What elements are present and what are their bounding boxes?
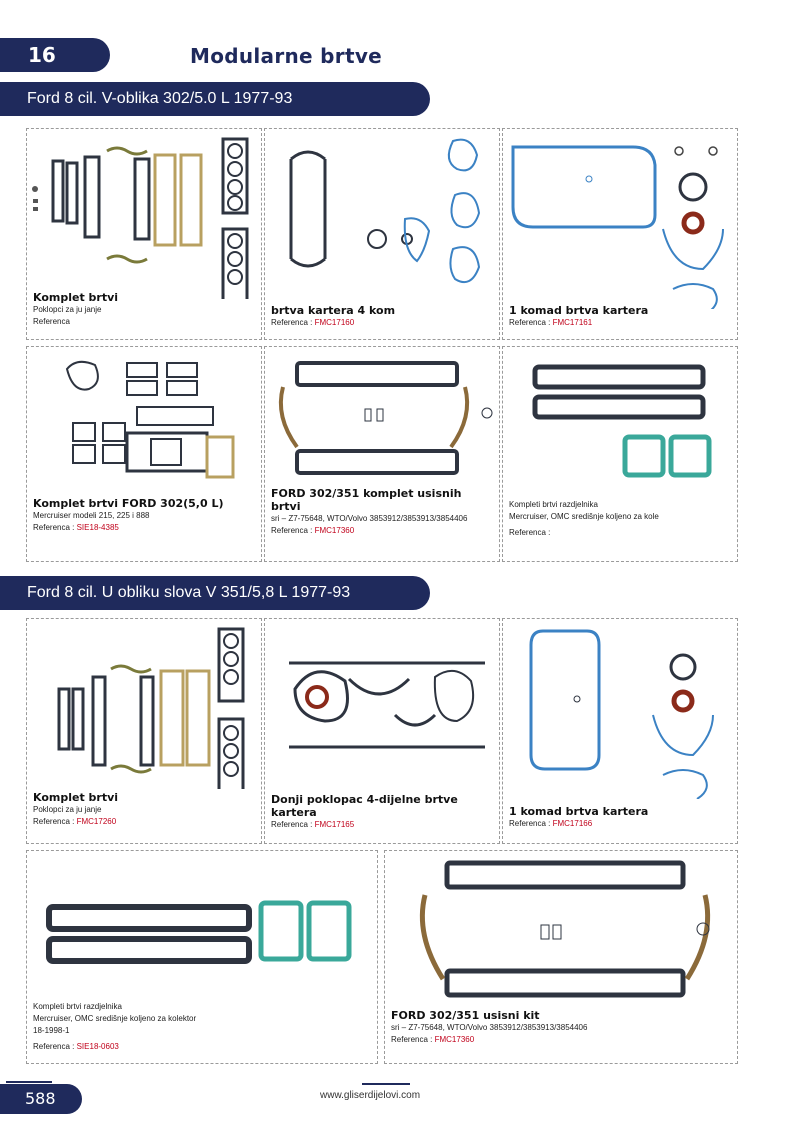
footer-page-tab: 588 <box>0 1084 82 1114</box>
product-title: Komplet brtvi FORD 302(5,0 L) <box>33 497 224 510</box>
ref-label: Referenca : <box>509 318 551 327</box>
ref-label: Referenca : <box>271 318 313 327</box>
section-title: Ford 8 cil. U obliku slova V 351/5,8 L 1… <box>27 584 351 601</box>
ref-code[interactable]: FMC17260 <box>76 817 117 826</box>
ref-code[interactable]: FMC17165 <box>314 820 355 829</box>
product-caption: Kompleti brtvi razdjelnika Mercruiser, O… <box>33 1001 371 1053</box>
product-desc: Mercruiser modeli 215, 225 i 888 <box>33 511 150 520</box>
product-desc: Kompleti brtvi razdjelnika <box>33 1002 122 1011</box>
gasket-set-image <box>32 137 249 299</box>
gasket-set-image <box>65 360 235 479</box>
ref-code[interactable]: FMC17160 <box>314 318 355 327</box>
product-title: FORD 302/351 komplet usisnih brtvi <box>271 487 462 513</box>
product-card-1[interactable]: Komplet brtvi Poklopci za ju janje Refer… <box>26 128 262 340</box>
lower-cover-gasket-image <box>289 661 485 749</box>
product-caption: brtva kartera 4 kom Referenca : FMC17160 <box>271 304 493 329</box>
product-desc: Poklopci za ju janje <box>33 805 102 814</box>
product-caption: Kompleti brtvi razdjelnika Mercruiser, O… <box>509 499 731 539</box>
ref-label: Referenca : <box>33 1042 75 1051</box>
product-caption: Komplet brtvi Poklopci za ju janje Refer… <box>33 291 255 328</box>
footer-divider <box>6 1081 52 1083</box>
product-card-7[interactable]: Komplet brtvi Poklopci za ju janje Refer… <box>26 618 262 844</box>
product-caption: 1 komad brtva kartera Referenca : FMC171… <box>509 805 731 830</box>
intake-gasket-image <box>278 361 493 475</box>
ref-label: Referenca : <box>509 819 551 828</box>
product-caption: Komplet brtvi FORD 302(5,0 L) Mercruiser… <box>33 497 255 534</box>
page-number: 16 <box>28 43 56 67</box>
product-caption: FORD 302/351 komplet usisnih brtvi sri –… <box>271 487 493 537</box>
product-card-10[interactable]: Kompleti brtvi razdjelnika Mercruiser, O… <box>26 850 378 1064</box>
footer-url-divider <box>362 1083 410 1085</box>
product-card-5[interactable]: FORD 302/351 komplet usisnih brtvi sri –… <box>264 346 500 562</box>
oil-pan-gasket-image <box>289 138 481 283</box>
section-title: Ford 8 cil. V-oblika 302/5.0 L 1977-93 <box>27 90 293 107</box>
section-header-302: Ford 8 cil. V-oblika 302/5.0 L 1977-93 <box>0 82 430 116</box>
intake-gasket-image <box>419 860 711 998</box>
oil-pan-gasket-image <box>529 629 714 799</box>
exhaust-gasket-image <box>532 364 712 478</box>
ref-code[interactable]: FMC17360 <box>314 526 355 535</box>
ref-label: Referenca <box>33 317 70 326</box>
product-desc: Poklopci za ju janje <box>33 305 102 314</box>
product-card-2[interactable]: brtva kartera 4 kom Referenca : FMC17160 <box>264 128 500 340</box>
product-card-6[interactable]: Kompleti brtvi razdjelnika Mercruiser, O… <box>502 346 738 562</box>
ref-label: Referenca : <box>33 523 75 532</box>
gasket-set-image <box>57 627 245 789</box>
product-title: FORD 302/351 usisni kit <box>391 1009 540 1022</box>
product-title: Komplet brtvi <box>33 791 119 804</box>
product-card-3[interactable]: 1 komad brtva kartera Referenca : FMC171… <box>502 128 738 340</box>
ref-label: Referenca : <box>509 528 551 537</box>
product-title: Donji poklopac 4-dijelne brtve kartera <box>271 793 458 819</box>
page-number-tab: 16 <box>0 38 110 72</box>
product-title: 1 komad brtva kartera <box>509 805 649 818</box>
ref-code[interactable]: SIE18-0603 <box>76 1042 119 1051</box>
product-desc: sri – Z7-75648, WTO/Volvo 3853912/385391… <box>271 514 468 523</box>
ref-label: Referenca : <box>33 817 75 826</box>
product-card-8[interactable]: Donji poklopac 4-dijelne brtve kartera R… <box>264 618 500 844</box>
product-title: Komplet brtvi <box>33 291 119 304</box>
ref-code[interactable]: FMC17161 <box>552 318 593 327</box>
product-desc-2: Mercruiser, OMC središnje koljeno za kol… <box>509 512 659 521</box>
product-title: 1 komad brtva kartera <box>509 304 649 317</box>
ref-label: Referenca : <box>391 1035 433 1044</box>
ref-label: Referenca : <box>271 820 313 829</box>
ref-label: Referenca : <box>271 526 313 535</box>
product-caption: Komplet brtvi Poklopci za ju janje Refer… <box>33 791 255 828</box>
exhaust-gasket-image <box>46 900 352 964</box>
ref-code[interactable]: FMC17166 <box>552 819 593 828</box>
product-caption: FORD 302/351 usisni kit sri – Z7-75648, … <box>391 1009 731 1046</box>
product-desc-2: Mercruiser, OMC središnje koljeno za kol… <box>33 1014 197 1035</box>
page-title: Modularne brtve <box>190 44 383 68</box>
product-caption: 1 komad brtva kartera Referenca : FMC171… <box>509 304 731 329</box>
product-card-9[interactable]: 1 komad brtva kartera Referenca : FMC171… <box>502 618 738 844</box>
product-card-4[interactable]: Komplet brtvi FORD 302(5,0 L) Mercruiser… <box>26 346 262 562</box>
product-card-11[interactable]: FORD 302/351 usisni kit sri – Z7-75648, … <box>384 850 738 1064</box>
website-link[interactable]: www.gliserdijelovi.com <box>320 1090 421 1101</box>
section-header-351: Ford 8 cil. U obliku slova V 351/5,8 L 1… <box>0 576 430 610</box>
ref-code[interactable]: FMC17360 <box>434 1035 475 1044</box>
product-title: brtva kartera 4 kom <box>271 304 396 317</box>
product-caption: Donji poklopac 4-dijelne brtve kartera R… <box>271 793 493 831</box>
footer-page-number: 588 <box>25 1089 56 1108</box>
oil-pan-gasket-image <box>511 145 724 309</box>
ref-code[interactable]: SIE18-4385 <box>76 523 119 532</box>
product-desc: sri – Z7-75648, WTO/Volvo 3853912/385391… <box>391 1023 588 1032</box>
product-desc: Kompleti brtvi razdjelnika <box>509 500 598 509</box>
